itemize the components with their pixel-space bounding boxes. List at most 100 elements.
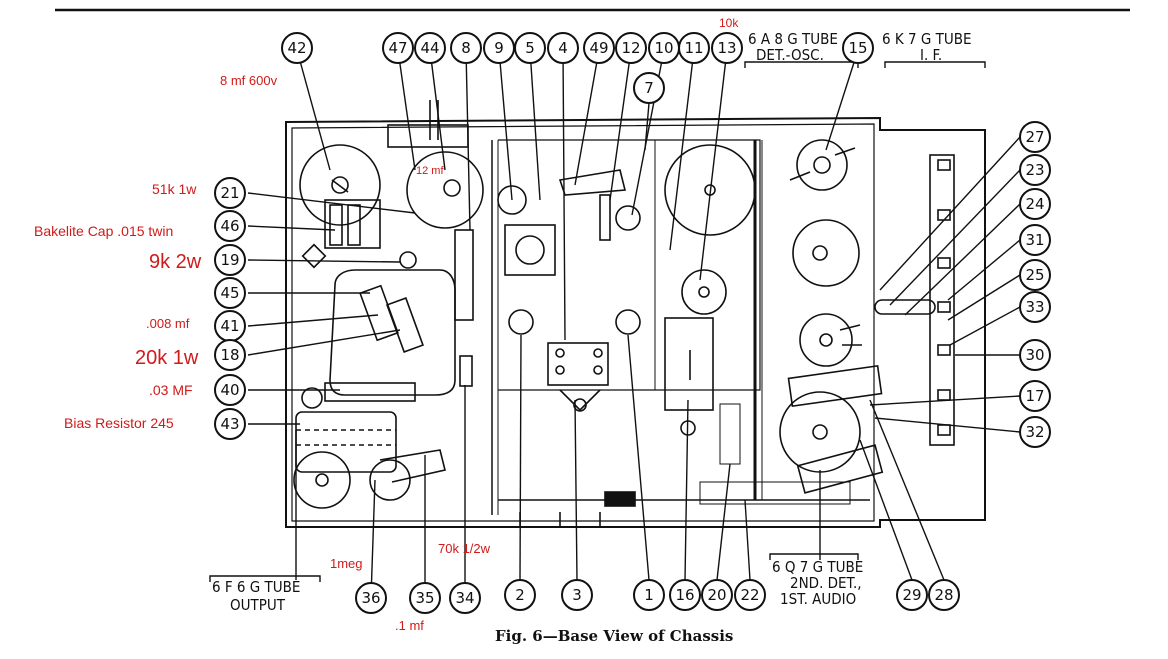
svg-text:41: 41 [220, 317, 239, 335]
svg-text:5: 5 [525, 39, 535, 57]
annotation-70k-half-w: 70k 1/2w [438, 541, 491, 556]
callouts: 42 47 44 8 9 5 4 49 12 7 10 11 13 15 21 … [214, 32, 1051, 614]
figure-caption: Fig. 6—Base View of Chassis [495, 627, 733, 645]
svg-text:46: 46 [220, 217, 239, 235]
svg-text:43: 43 [220, 415, 239, 433]
svg-text:31: 31 [1025, 231, 1044, 249]
callout-11: 11 [678, 32, 710, 64]
svg-text:49: 49 [589, 39, 608, 57]
callout-10: 10 [648, 32, 680, 64]
tube-6k7g-function: I. F. [920, 46, 942, 64]
svg-text:18: 18 [220, 346, 239, 364]
annotation-8mf-600v: 8 mf 600v [220, 73, 278, 88]
svg-text:24: 24 [1025, 195, 1044, 213]
tube-6q7g-function-1: 2ND. DET., [790, 574, 862, 592]
svg-text:12: 12 [621, 39, 640, 57]
callout-44: 44 [414, 32, 446, 64]
callout-29: 29 [896, 579, 928, 611]
svg-text:35: 35 [415, 589, 434, 607]
svg-text:22: 22 [740, 586, 759, 604]
callout-32: 32 [1019, 416, 1051, 448]
callout-4: 4 [547, 32, 579, 64]
leader-lines [209, 49, 1021, 599]
tube-6q7g-function-2: 1ST. AUDIO [780, 590, 856, 608]
svg-text:19: 19 [220, 251, 239, 269]
callout-20: 20 [701, 579, 733, 611]
tube-6a8g-function: DET.-OSC. [756, 46, 824, 64]
annotation-1meg: 1meg [330, 556, 363, 571]
tube-6f6g-function: OUTPUT [230, 596, 286, 614]
svg-text:17: 17 [1025, 387, 1044, 405]
tube-6f6g-label: 6 F 6 G TUBE [212, 578, 300, 596]
svg-text:2: 2 [515, 586, 525, 604]
svg-text:28: 28 [934, 586, 953, 604]
annotation-008mf: .008 mf [146, 316, 190, 331]
tube-6k7g-label: 6 K 7 G TUBE [882, 30, 972, 48]
annotation-20k-1w: 20k 1w [135, 347, 199, 369]
callout-1: 1 [633, 579, 665, 611]
svg-text:7: 7 [644, 79, 654, 97]
svg-text:15: 15 [848, 39, 867, 57]
svg-text:25: 25 [1025, 266, 1044, 284]
callout-7: 7 [633, 72, 665, 104]
callout-41: 41 [214, 310, 246, 342]
callout-12: 12 [615, 32, 647, 64]
callout-19: 19 [214, 244, 246, 276]
callout-25: 25 [1019, 259, 1051, 291]
callout-40: 40 [214, 374, 246, 406]
callout-9: 9 [483, 32, 515, 64]
tube-6a8g-label: 6 A 8 G TUBE [748, 30, 838, 48]
svg-text:45: 45 [220, 284, 239, 302]
svg-text:11: 11 [684, 39, 703, 57]
svg-text:10: 10 [654, 39, 673, 57]
callout-43: 43 [214, 408, 246, 440]
callout-17: 17 [1019, 380, 1051, 412]
annotation-bias-resistor: Bias Resistor 245 [64, 415, 174, 431]
callout-15: 15 [842, 32, 874, 64]
svg-text:8: 8 [461, 39, 471, 57]
annotation-bakelite-cap: Bakelite Cap .015 twin [34, 223, 173, 239]
callout-22: 22 [734, 579, 766, 611]
svg-text:40: 40 [220, 381, 239, 399]
callout-30: 30 [1019, 339, 1051, 371]
svg-text:42: 42 [287, 39, 306, 57]
svg-text:1: 1 [644, 586, 654, 604]
callout-2: 2 [504, 579, 536, 611]
svg-text:36: 36 [361, 589, 380, 607]
annotation-10k: 10k [719, 16, 739, 30]
callout-21: 21 [214, 177, 246, 209]
svg-text:34: 34 [455, 589, 474, 607]
callout-47: 47 [382, 32, 414, 64]
svg-text:32: 32 [1025, 423, 1044, 441]
callout-13: 13 [711, 32, 743, 64]
annotation-12mf: 12 mf [416, 165, 444, 177]
callout-42: 42 [281, 32, 313, 64]
annotation-1mf: .1 mf [395, 618, 424, 633]
tube-labels: 6 A 8 G TUBE DET.-OSC. 6 K 7 G TUBE I. F… [212, 30, 972, 614]
callout-45: 45 [214, 277, 246, 309]
annotations: 10k 8 mf 600v 12 mf 51k 1w Bakelite Cap … [34, 16, 739, 633]
svg-text:44: 44 [420, 39, 439, 57]
svg-text:47: 47 [388, 39, 407, 57]
callout-3: 3 [561, 579, 593, 611]
svg-text:3: 3 [572, 586, 582, 604]
components [293, 100, 955, 528]
svg-text:30: 30 [1025, 346, 1044, 364]
callout-16: 16 [669, 579, 701, 611]
svg-text:27: 27 [1025, 128, 1044, 146]
svg-text:20: 20 [707, 586, 726, 604]
callout-8: 8 [450, 32, 482, 64]
svg-text:4: 4 [558, 39, 568, 57]
callout-33: 33 [1019, 291, 1051, 323]
callout-31: 31 [1019, 224, 1051, 256]
callout-46: 46 [214, 210, 246, 242]
callout-34: 34 [449, 582, 481, 614]
callout-23: 23 [1019, 154, 1051, 186]
callout-5: 5 [514, 32, 546, 64]
svg-text:21: 21 [220, 184, 239, 202]
svg-text:16: 16 [675, 586, 694, 604]
callout-49: 49 [583, 32, 615, 64]
annotation-9k-2w: 9k 2w [149, 251, 202, 273]
callout-24: 24 [1019, 188, 1051, 220]
